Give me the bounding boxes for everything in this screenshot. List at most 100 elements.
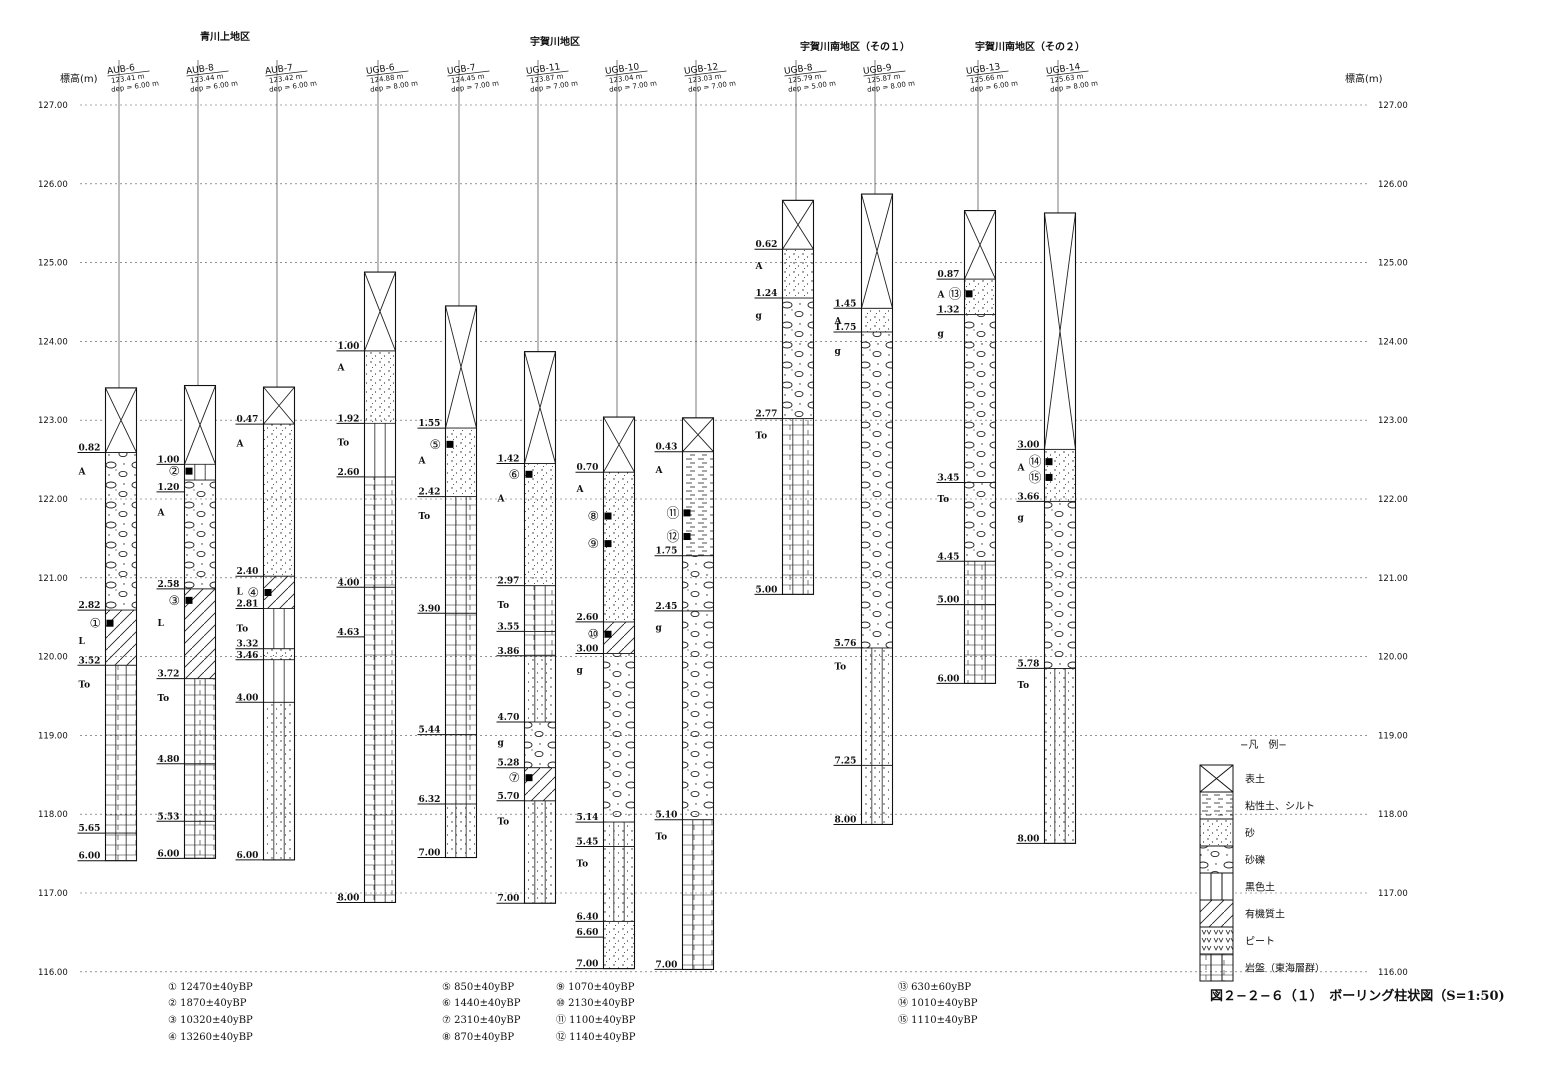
layer-organic: [105, 609, 137, 666]
legend-swatch: [1199, 845, 1234, 874]
depth-label: 5.45: [577, 838, 599, 848]
legend-item-black: 黒色土: [1199, 872, 1275, 901]
column-lines: [194, 763, 206, 822]
borehole-id: UGB-10: [605, 62, 641, 77]
depth-label: 6.00: [79, 852, 101, 862]
tick-label-left: 126.00: [38, 180, 68, 190]
topsoil-cross: [263, 386, 295, 425]
layer-sand: [524, 463, 556, 587]
header-rule: [966, 70, 1009, 77]
layer-sand: [263, 423, 295, 577]
legend-item-sand: 砂: [1199, 818, 1255, 847]
district-titles: 青川上地区 宇賀川地区 宇賀川南地区（その１） 宇賀川南地区（その２）: [200, 30, 1085, 53]
depth-label: 4.63: [338, 628, 360, 638]
date-14: ⑭ 1010±40yBP: [898, 997, 978, 1009]
tick-label-right: 127.00: [1378, 101, 1408, 111]
layer-code: g: [656, 624, 663, 634]
legend-item-topsoil: 表土: [1199, 764, 1265, 793]
column-lines: [115, 665, 127, 834]
layer-sand: [364, 350, 396, 424]
depth-label: 8.00: [1018, 834, 1040, 844]
depth-label: 4.70: [498, 713, 520, 723]
layer-bedrock: [445, 734, 477, 805]
depth-label: 1.75: [656, 547, 678, 557]
layer-code: A: [157, 509, 166, 519]
column-lines: [374, 423, 386, 477]
layer-code: g: [498, 739, 505, 749]
tick-label-left: 122.00: [38, 495, 68, 505]
depth-label: 3.45: [938, 473, 960, 483]
header-rule: [863, 70, 906, 77]
depth-label: 0.82: [79, 444, 101, 454]
column-lines: [194, 678, 206, 764]
layer-blacksand: [603, 846, 635, 922]
layer-sand: [445, 427, 477, 498]
depth-label: 1.55: [419, 419, 441, 429]
depth-label: 6.00: [938, 674, 960, 684]
depth-label: 0.43: [656, 443, 678, 453]
layer-gravel: [964, 314, 996, 483]
layer-code: A: [1017, 464, 1026, 474]
sample-marker: [106, 619, 114, 627]
depth-label: 2.42: [419, 488, 441, 498]
axis-label-right: 標高(m): [1345, 72, 1383, 85]
layer-code: To: [1018, 681, 1030, 691]
depth-label: 3.32: [237, 640, 259, 650]
tick-label-right: 123.00: [1378, 416, 1408, 426]
column-lines: [613, 846, 625, 922]
layer-black: [263, 608, 295, 650]
column-lines: [792, 418, 804, 595]
layer-sand: [964, 278, 996, 316]
tick-label-left: 123.00: [38, 416, 68, 426]
layer-black: [263, 659, 295, 703]
depth-label: 2.40: [237, 567, 259, 577]
borehole-id: UGB-14: [1046, 62, 1082, 77]
tick-label-left: 120.00: [38, 653, 68, 663]
tick-label-left: 125.00: [38, 259, 68, 269]
layer-code: A: [937, 290, 946, 300]
layer-bedrock: [184, 678, 216, 765]
date-2: ② 1870±40yBP: [168, 998, 247, 1009]
tick-label-left: 127.00: [38, 101, 68, 111]
legend-swatch: [1199, 872, 1234, 901]
depth-label: 5.70: [498, 792, 520, 802]
sample-number: ⑫: [667, 530, 680, 545]
layer-code: L: [79, 637, 86, 647]
layer-gravel: [184, 479, 216, 590]
sample-marker: [683, 509, 691, 517]
depth-label: 5.78: [1018, 659, 1040, 669]
tick-label-left: 116.00: [38, 968, 68, 978]
depth-label: 6.60: [577, 928, 599, 938]
tick-label-left: 124.00: [38, 337, 68, 347]
header-rule: [366, 70, 409, 77]
column-lines: [692, 819, 704, 970]
district-title-aogawa: 青川上地区: [200, 30, 250, 43]
column-lines: [374, 587, 386, 903]
date-7: ⑦ 2310±40yBP: [442, 1015, 521, 1026]
layer-gravel: [682, 555, 714, 612]
borehole-outline: [681, 417, 715, 970]
borehole-outline: [523, 351, 557, 904]
legend-item-clay: 粘性土、シルト: [1199, 791, 1315, 820]
sample-number: ⑬: [949, 287, 962, 302]
depth-label: 5.44: [419, 726, 441, 736]
legend-label: 粘性土、シルト: [1245, 800, 1315, 813]
tick-label-right: 125.00: [1378, 259, 1408, 269]
borehole-outline: [860, 193, 894, 825]
header-rule: [447, 70, 490, 77]
tick-label-right: 116.00: [1378, 968, 1408, 978]
column-lines: [455, 803, 467, 858]
header-rule: [526, 70, 569, 77]
depth-label: 5.65: [79, 824, 101, 834]
layer-code: L: [237, 587, 244, 597]
district-title-ugagawa: 宇賀川地区: [530, 35, 580, 48]
layer-organic: [524, 767, 556, 802]
topsoil-cross: [1044, 212, 1076, 450]
layer-code: A: [497, 494, 506, 504]
layer-blacksand: [445, 803, 477, 858]
depth-label: 7.00: [498, 894, 520, 904]
depth-label: 2.82: [79, 601, 101, 611]
